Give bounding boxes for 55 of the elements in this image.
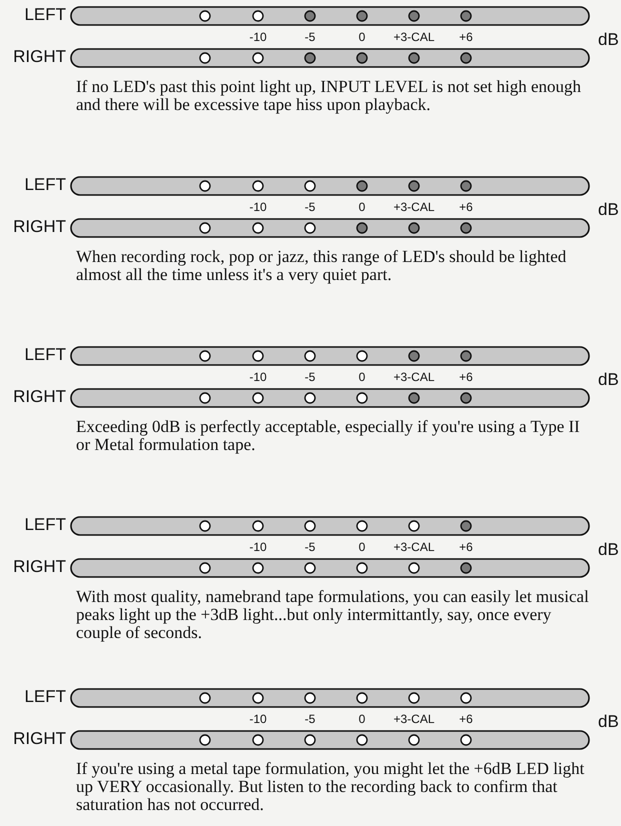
- scale-label: +3-CAL: [393, 370, 435, 384]
- scale-label: -10: [249, 200, 267, 214]
- channel-label: LEFT: [23, 5, 66, 25]
- scale-label: -5: [304, 200, 316, 214]
- scale-label: +3-CAL: [393, 30, 435, 44]
- scale-label: 0: [358, 370, 366, 384]
- channel-label: RIGHT: [12, 387, 66, 407]
- scale-label: +3-CAL: [393, 200, 435, 214]
- scale-label: -10: [249, 30, 267, 44]
- scale-label: -10: [249, 370, 267, 384]
- caption-text: If no LED's past this point light up, INPUT LEVEL is not set high enough and there will be excessive tape hiss upon playback.: [76, 78, 582, 114]
- channel-label: RIGHT: [12, 557, 66, 577]
- unit-label: dB: [598, 712, 619, 732]
- channel-label: LEFT: [23, 175, 66, 195]
- channel-label: RIGHT: [12, 47, 66, 67]
- scale-label: 0: [358, 712, 366, 726]
- unit-label: dB: [598, 30, 619, 50]
- scale-label: +6: [459, 712, 473, 726]
- scale-label: +3-CAL: [393, 540, 435, 554]
- channel-label: LEFT: [23, 345, 66, 365]
- scale-label: +6: [459, 540, 473, 554]
- led-meter-bar: [70, 688, 590, 708]
- channel-label: RIGHT: [12, 729, 66, 749]
- scale-label: -5: [304, 540, 316, 554]
- scale-label: 0: [358, 200, 366, 214]
- channel-label: RIGHT: [12, 217, 66, 237]
- led-meter-bar: [70, 48, 590, 68]
- scale-label: 0: [358, 30, 366, 44]
- scale-label: +6: [459, 200, 473, 214]
- led-meter-bar: [70, 218, 590, 238]
- scale-label: +6: [459, 30, 473, 44]
- led-meter-bar: [70, 346, 590, 366]
- caption-text: If you're using a metal tape formulation, you might let the +6dB LED light up VERY occasionally. But listen to the recording back to confirm that saturation has not occurred.: [76, 760, 586, 814]
- led-meter-bar: [70, 388, 590, 408]
- scale-label: -10: [249, 540, 267, 554]
- caption-text: With most quality, namebrand tape formulations, you can easily let musical peaks light up the +3dB light...but only intermittantly, say, once every couple of seconds.: [76, 588, 590, 642]
- scale-label: -5: [304, 30, 316, 44]
- led-meter-bar: [70, 6, 590, 26]
- channel-label: LEFT: [23, 687, 66, 707]
- unit-label: dB: [598, 540, 619, 560]
- scale-label: +3-CAL: [393, 712, 435, 726]
- unit-label: dB: [598, 370, 619, 390]
- caption-text: When recording rock, pop or jazz, this range of LED's should be lighted almost all the time unless it's a very quiet part.: [76, 248, 568, 284]
- scale-label: +6: [459, 370, 473, 384]
- led-meter-bar: [70, 516, 590, 536]
- caption-text: Exceeding 0dB is perfectly acceptable, especially if you're using a Type II or Metal formulation tape.: [76, 418, 581, 454]
- unit-label: dB: [598, 200, 619, 220]
- scale-label: -10: [249, 712, 267, 726]
- scale-label: -5: [304, 712, 316, 726]
- led-meter-bar: [70, 558, 590, 578]
- channel-label: LEFT: [23, 515, 66, 535]
- scale-label: -5: [304, 370, 316, 384]
- scale-label: 0: [358, 540, 366, 554]
- led-meter-bar: [70, 730, 590, 750]
- led-meter-bar: [70, 176, 590, 196]
